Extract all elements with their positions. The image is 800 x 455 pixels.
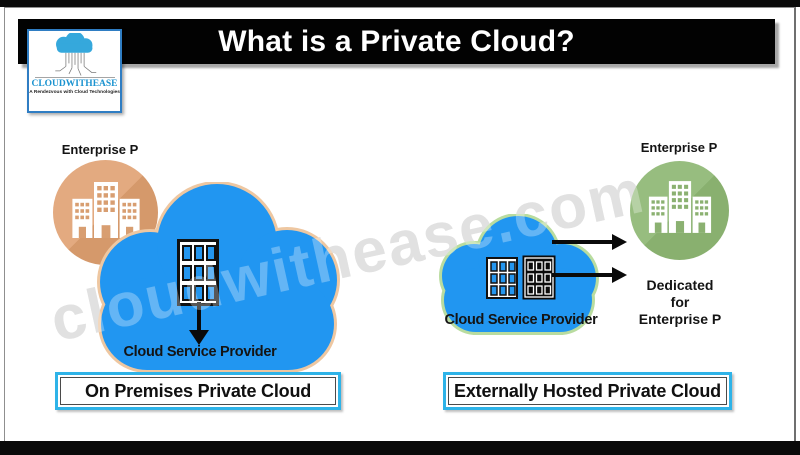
bottom-black-strip [0,441,800,455]
right-caption-text: Externally Hosted Private Cloud [448,377,727,405]
left-caption-text: On Premises Private Cloud [60,377,336,405]
brand-name: CLOUDWITHEASE [31,79,118,89]
server-building-dark-icon [522,255,556,300]
buildings-icon [648,181,711,233]
dedicated-line-2: for [670,294,690,310]
right-enterprise-label: Enterprise P [640,140,718,155]
dedicated-line-1: Dedicated [646,277,714,293]
brand-logo: CLOUDWITHEASE A Rendezvous with Cloud Te… [27,29,122,113]
dedicated-line-3: Enterprise P [638,311,722,327]
right-caption-box: Externally Hosted Private Cloud [443,372,732,410]
datacenter-building-icon [177,239,219,306]
left-enterprise-label: Enterprise P [61,142,139,157]
buildings-icon [71,182,140,238]
right-provider-label: Cloud Service Provider [444,312,598,328]
top-black-strip [0,0,800,7]
left-cloud [97,182,340,373]
server-building-light-icon [486,257,518,299]
left-caption-box: On Premises Private Cloud [55,372,341,410]
brand-tagline: A Rendezvous with Cloud Technologies [29,89,120,95]
down-arrow-head [189,330,209,345]
left-provider-label: Cloud Service Provider [123,344,277,360]
title-bar: What is a Private Cloud? [18,19,775,64]
down-arrow-shaft [197,302,201,330]
logo-divider [34,77,115,78]
right-arrow-2-shaft [552,273,612,277]
page-title: What is a Private Cloud? [218,24,575,58]
cloud-roots-icon [54,33,96,76]
right-arrow-2-head [612,267,627,283]
right-arrow-1-shaft [552,240,612,244]
right-arrow-1-head [612,234,627,250]
right-enterprise-circle [630,161,729,260]
dedicated-label: Dedicated for Enterprise P [620,277,740,328]
